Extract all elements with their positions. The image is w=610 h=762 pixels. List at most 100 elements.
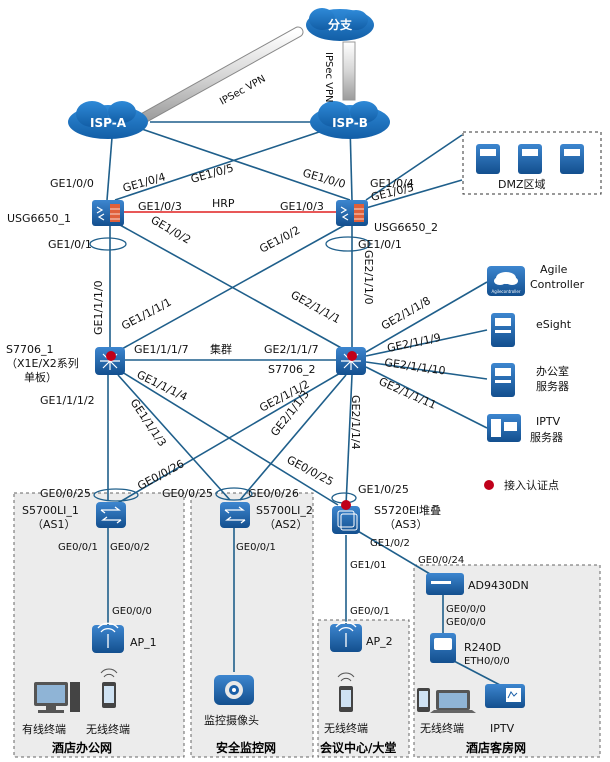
link-ispb-fw1 (114, 124, 341, 201)
office-server (491, 363, 515, 397)
ap2-device (330, 621, 362, 652)
esight-server (491, 313, 515, 347)
switch-arrows-icon (100, 506, 122, 524)
link-as3-ad (355, 529, 431, 575)
office-server-label-2: 服务器 (536, 380, 569, 393)
ipsec-tunnel-a (134, 26, 304, 126)
dmz-server-2 (518, 144, 542, 174)
link-sw2-agile (365, 281, 488, 353)
link-sw1-as2 (117, 374, 231, 501)
auth-point-icon (106, 351, 116, 361)
port-sw1-as2: GE1/1/1/4 (135, 368, 190, 404)
wireless-terminal-label-3: 无线终端 (420, 721, 464, 735)
dmz-server-3 (560, 144, 584, 174)
iptv-box-icon (485, 684, 525, 708)
as2-tag: （AS2） (264, 518, 308, 531)
agile-logo-text: Agilecontroller (491, 289, 520, 294)
port-sw1-cluster: GE1/1/1/7 (134, 343, 189, 356)
firewall-usg6650-1 (92, 200, 124, 226)
port-as2-up1: GE0/0/25 (162, 487, 213, 500)
port-fw2-down: GE1/0/1 (358, 238, 402, 251)
port-sw2-up: GE2/1/1/0 (362, 250, 375, 305)
port-ad-down1: GE0/0/0 (446, 604, 486, 615)
link-sw2-as1 (117, 371, 343, 504)
port-fw1-hrp: GE1/0/3 (138, 200, 182, 213)
port-sw2-cluster: GE2/1/1/7 (264, 343, 319, 356)
port-sw1-up: GE1/1/1/0 (92, 280, 105, 335)
esight-label: eSight (536, 318, 572, 331)
zone-security (190, 492, 314, 758)
dmz-label: DMZ区域 (498, 178, 546, 191)
ap2-label: AP_2 (366, 635, 393, 648)
as1-tag: （AS1） (32, 518, 76, 531)
port-sw1-cross: GE1/1/1/1 (119, 296, 173, 333)
sw1-note1: （X1E/X2系列 (6, 356, 79, 370)
port-sw1-as3: GE1/1/1/3 (128, 396, 169, 449)
port-sw2-as3: GE2/1/1/4 (349, 395, 362, 450)
cloud-branch-label: 分支 (328, 17, 353, 32)
port-ad-down2: GE0/0/0 (446, 617, 486, 628)
switch-arrows-icon (100, 352, 120, 370)
laptop-icon (430, 690, 476, 713)
iptv-endpoint-label: IPTV (490, 722, 515, 735)
zone-guest-label: 酒店客房网 (466, 740, 526, 755)
wireless-terminal-label-1: 无线终端 (86, 722, 130, 736)
lag-as2 (215, 487, 253, 501)
auth-point-icon (341, 500, 351, 510)
as2-name: S5700LI_2 (256, 504, 313, 517)
port-fw2-ispa: GE1/0/4 (370, 177, 414, 190)
port-sw2-cross: GE2/1/1/1 (289, 288, 343, 326)
port-fw1-down: GE1/0/1 (48, 238, 92, 251)
port-fw2-cross: GE1/0/2 (257, 224, 302, 256)
port-ap2: GE0/0/1 (350, 606, 390, 617)
phone-icon (337, 672, 355, 712)
link-sw2-iptv (365, 366, 488, 429)
agile-label-2: Controller (530, 278, 585, 291)
legend-auth-point-icon (484, 480, 494, 490)
iptv-server-label-1: IPTV (536, 415, 561, 428)
link-ispa-fw2 (129, 124, 351, 201)
agile-label-1: Agile (540, 263, 568, 276)
port-as2-up2: GE0/0/26 (248, 487, 299, 500)
sw1-note2: 单板） (24, 370, 57, 384)
port-isp-a-fw1: GE1/0/0 (50, 177, 94, 190)
dmz-server-1 (476, 144, 500, 174)
wireless-terminal-label-2: 无线终端 (324, 721, 368, 735)
cloud-isp-a: ISP-A (68, 101, 148, 139)
links (89, 121, 501, 686)
legend-text: 接入认证点 (504, 479, 559, 492)
iptv-server (487, 414, 521, 442)
zone-office-label: 酒店办公网 (52, 740, 112, 755)
as3-tag: （AS3） (384, 518, 428, 531)
cloud-isp-b: ISP-B (310, 101, 390, 139)
firewall-usg6650-2 (336, 200, 368, 226)
port-ad-up: GE0/0/24 (418, 555, 464, 566)
cloud-branch: 分支 (306, 8, 374, 41)
fw1-label: USG6650_1 (7, 212, 71, 225)
lag-fw1 (89, 237, 127, 251)
wifi-icon (97, 622, 119, 648)
zone-meeting-label: 会议中心/大堂 (320, 740, 396, 755)
zone-security-label: 安全监控网 (216, 740, 276, 755)
ipsec-label-b: IPSec VPN (323, 52, 334, 103)
lag-fw2 (325, 236, 371, 252)
link-sw2-office (365, 361, 488, 380)
cluster-label: 集群 (210, 342, 232, 356)
agile-controller-server: Agilecontroller (487, 266, 525, 296)
fw2-label: USG6650_2 (374, 221, 438, 234)
as1-name: S5700LI_1 (22, 504, 79, 517)
access-switch-as2 (220, 502, 250, 528)
camera-label: 监控摄像头 (204, 713, 259, 727)
port-sw2-esight: GE2/1/1/9 (386, 331, 442, 355)
access-switch-as1 (96, 502, 126, 528)
core-switch-s7706-2 (336, 347, 366, 375)
core-switch-s7706-1 (95, 347, 125, 375)
sw2-label: S7706_2 (268, 363, 315, 376)
port-sw2-agile: GE2/1/1/8 (379, 294, 433, 333)
camera-icon (214, 675, 254, 705)
firewall-arrows-icon (340, 206, 349, 221)
desktop-pc-icon (34, 682, 80, 713)
r240-label: R240D (464, 641, 501, 654)
switch-arrows-icon (341, 352, 361, 370)
